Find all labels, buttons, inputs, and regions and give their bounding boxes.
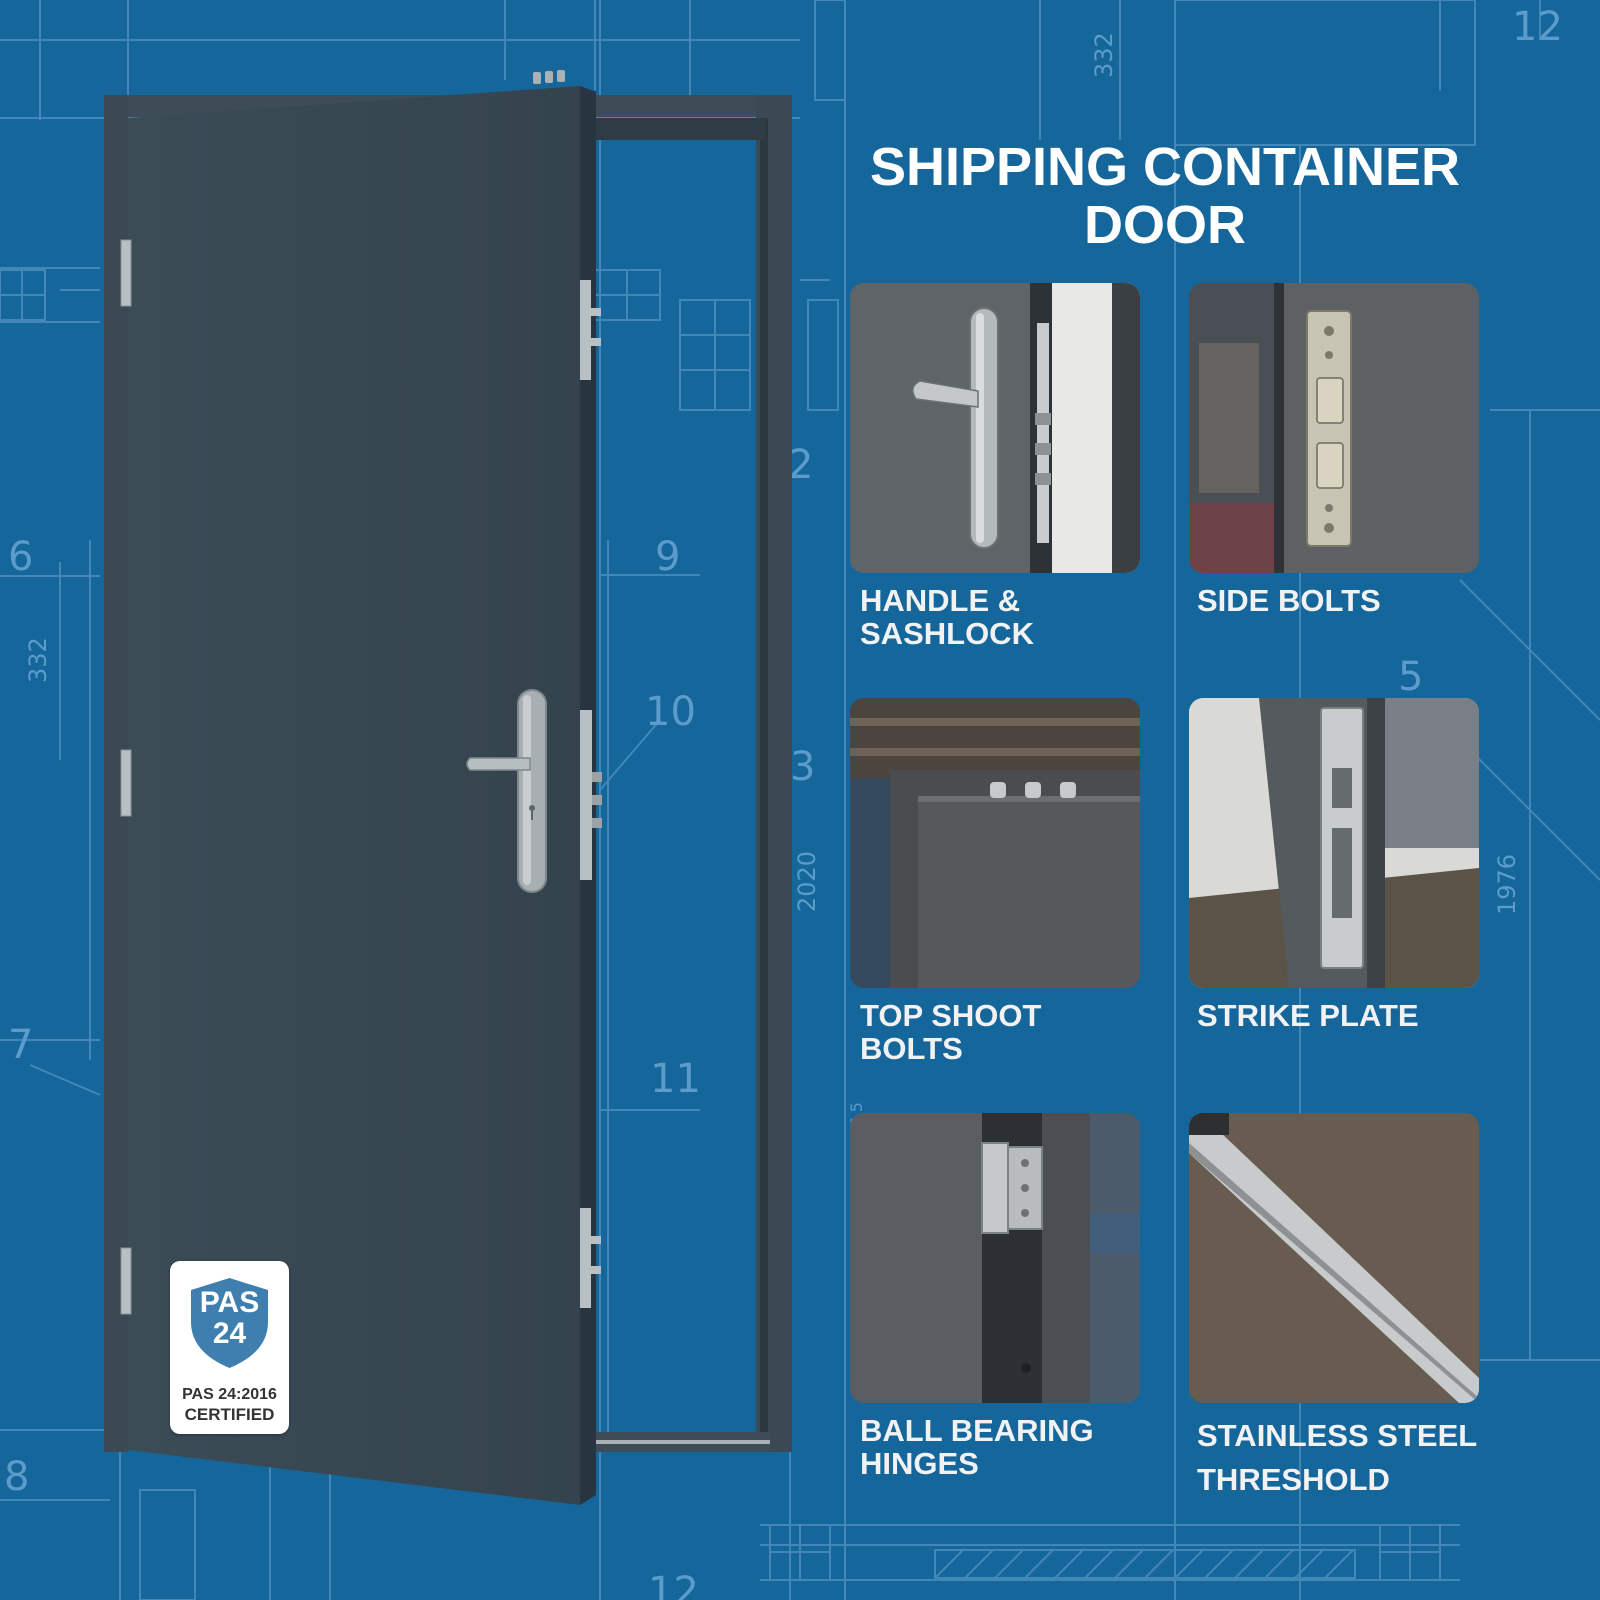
feature-photo-top-shoot-bolts	[850, 698, 1140, 988]
side-bolt-icon	[580, 280, 601, 1308]
page-title-line-1: SHIPPING CONTAINER	[869, 137, 1461, 197]
caption-line: THRESHOLD	[1197, 1462, 1390, 1497]
sashlock-faceplate-icon	[580, 710, 602, 880]
blueprint-dimension: 2020	[793, 851, 821, 912]
caption-line: STAINLESS STEEL	[1197, 1418, 1478, 1453]
caption-line: HINGES	[860, 1446, 979, 1481]
feature-caption-stainless-steel-threshold: STAINLESS STEEL THRESHOLD	[1197, 1414, 1517, 1502]
shield-label-24: 24	[212, 1317, 247, 1350]
blueprint-dimension: 332	[1090, 32, 1118, 78]
caption-line: BALL BEARING	[860, 1413, 1094, 1448]
blueprint-dimension: 332	[24, 637, 52, 683]
door-handle-icon	[466, 689, 547, 893]
top-bolts-icon	[533, 70, 565, 84]
blueprint-dimension: 1976	[1493, 854, 1521, 915]
feature-caption-strike-plate: STRIKE PLATE	[1197, 999, 1517, 1032]
feature-caption-handle-sashlock: HANDLE & SASHLOCK	[860, 584, 1180, 650]
blueprint-number: 10	[645, 689, 696, 735]
badge-standard: PAS 24:2016	[182, 1386, 277, 1403]
badge-certified: CERTIFIED	[184, 1405, 275, 1424]
blueprint-number: 7	[8, 1022, 33, 1068]
caption-line: TOP SHOOT	[860, 998, 1042, 1033]
blueprint-number: 3	[790, 744, 815, 790]
caption-line: BOLTS	[860, 1031, 963, 1066]
blueprint-number: 8	[4, 1454, 29, 1500]
feature-photo-side-bolts	[1189, 283, 1479, 573]
shield-icon	[191, 1278, 268, 1368]
shield-label-pas: PAS	[199, 1286, 260, 1319]
blueprint-number: 12	[1512, 4, 1563, 50]
blueprint-number: 12	[648, 1569, 699, 1600]
feature-photo-stainless-steel-threshold	[1189, 1113, 1479, 1403]
feature-photo-strike-plate	[1189, 698, 1479, 988]
page-title-line-2: DOOR	[1084, 195, 1246, 255]
blueprint-number: 5	[1398, 654, 1423, 700]
feature-photo-ball-bearing-hinges	[850, 1113, 1140, 1403]
blueprint-number: 2	[788, 442, 813, 488]
blueprint-number: 11	[650, 1056, 701, 1102]
door-leaf	[128, 86, 580, 1505]
caption-line: SASHLOCK	[860, 616, 1034, 651]
hinge-icon	[120, 239, 132, 1315]
feature-caption-top-shoot-bolts: TOP SHOOT BOLTS	[860, 999, 1180, 1065]
feature-caption-ball-bearing-hinges: BALL BEARING HINGES	[860, 1414, 1180, 1480]
page-title: SHIPPING CONTAINER DOOR	[820, 138, 1510, 254]
caption-line: STRIKE PLATE	[1197, 998, 1419, 1033]
feature-caption-side-bolts: SIDE BOLTS	[1197, 584, 1517, 617]
door-illustration	[104, 70, 792, 1505]
feature-photo-handle-sashlock	[850, 283, 1140, 573]
blueprint-number: 9	[655, 534, 680, 580]
caption-line: SIDE BOLTS	[1197, 583, 1381, 618]
blueprint-number: 6	[8, 534, 33, 580]
caption-line: HANDLE &	[860, 583, 1021, 618]
pas24-certification-badge: PAS 24 PAS 24:2016 CERTIFIED	[170, 1261, 289, 1434]
